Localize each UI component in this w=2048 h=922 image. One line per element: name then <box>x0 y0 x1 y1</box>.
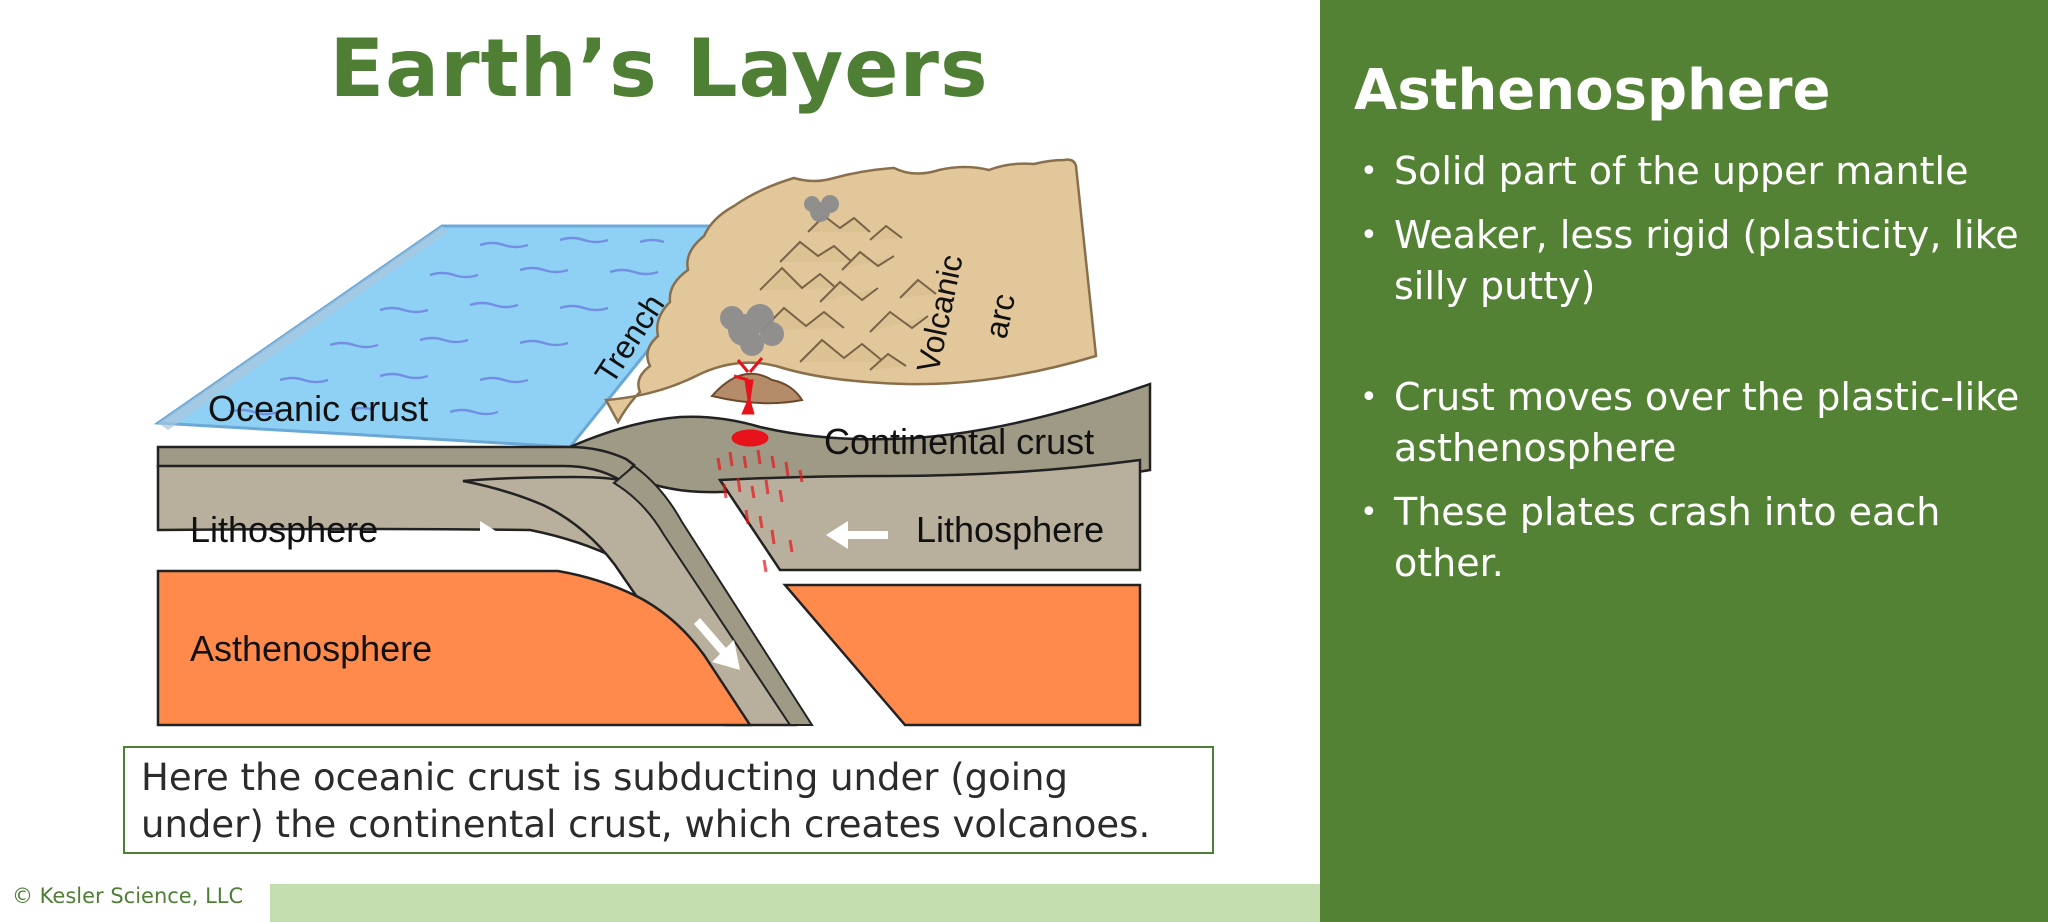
volcano-icon <box>710 372 804 405</box>
bullet-item: Crust moves over the plastic-like asthen… <box>1360 372 2030 474</box>
label-lithosphere-right: Lithosphere <box>916 509 1104 550</box>
arrow-right-icon <box>440 521 502 549</box>
bullet-item: These plates crash into each other. <box>1360 487 2030 589</box>
caption-box: Here the oceanic crust is subducting und… <box>123 746 1214 854</box>
asthenosphere-left <box>156 569 753 727</box>
label-oceanic-crust: Oceanic crust <box>208 388 428 429</box>
label-asthenosphere: Asthenosphere <box>190 628 432 669</box>
bullet-item: Solid part of the upper mantle <box>1360 146 2030 197</box>
bullet-list: Solid part of the upper mantle Weaker, l… <box>1360 146 2030 602</box>
ash-cloud-icon <box>720 195 839 356</box>
lithosphere-right <box>717 458 1142 572</box>
magma <box>716 357 804 573</box>
ocean-waves <box>229 236 665 416</box>
arrow-left-icon <box>826 521 888 549</box>
bullet-item: Weaker, less rigid (plasticity, like sil… <box>1360 210 2030 312</box>
label-lithosphere-left: Lithosphere <box>190 509 378 550</box>
mountains <box>759 214 937 371</box>
slab-crust-edge <box>612 464 814 726</box>
copyright: © Kesler Science, LLC <box>12 884 244 908</box>
arrow-down-right-icon <box>694 618 740 670</box>
asthenosphere-right <box>782 583 1142 727</box>
caption-text: Here the oceanic crust is subducting und… <box>141 756 1151 846</box>
page-title: Earth’s Layers <box>329 22 989 115</box>
subduction-diagram: Oceanic crust Trench Volcanic arc Contin… <box>153 158 1152 727</box>
ocean-rim <box>158 226 448 430</box>
footer-bar <box>270 884 1320 922</box>
info-panel: Asthenosphere Solid part of the upper ma… <box>1320 0 2048 922</box>
label-continental-crust: Continental crust <box>824 421 1094 462</box>
panel-heading: Asthenosphere <box>1354 58 1831 123</box>
